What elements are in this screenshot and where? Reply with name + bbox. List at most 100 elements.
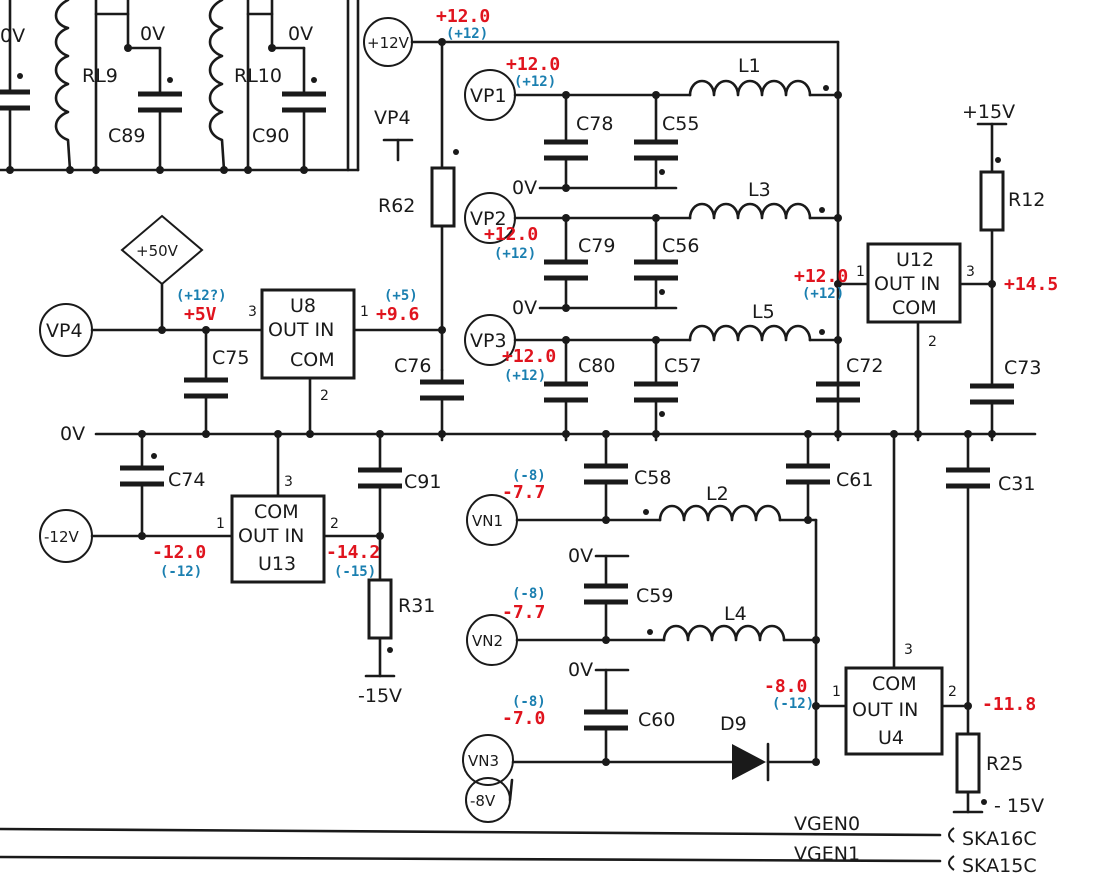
- u8-pin3: 3: [248, 304, 257, 320]
- measured-u13-out: -14.2: [326, 542, 380, 563]
- measured-u12-in: +12.0: [794, 266, 848, 287]
- minus8v-node: -8V: [470, 792, 496, 810]
- c57-label: C57: [664, 355, 701, 377]
- c76-label: C76: [394, 355, 431, 377]
- measured-u8-out: +5V: [184, 304, 217, 325]
- measured-vn1: -7.7: [502, 482, 545, 503]
- r62-resistor: [430, 166, 456, 228]
- minus12v-node: -12V: [44, 528, 79, 546]
- l1-label: L1: [738, 55, 761, 77]
- vn2-node: VN2: [472, 632, 503, 650]
- minus15v-b-label: - 15V: [994, 795, 1044, 817]
- expected-vp1: (+12): [514, 74, 556, 90]
- l5-inductor: [688, 324, 812, 342]
- u12-pin1: 1: [856, 264, 865, 280]
- u8-out-in: OUT IN: [268, 319, 334, 341]
- u4-name: U4: [878, 727, 904, 749]
- d9-diode: [732, 744, 766, 780]
- c61-label: C61: [836, 469, 873, 491]
- u12-name: U12: [896, 249, 934, 271]
- vp2-node: VP2: [470, 208, 507, 230]
- measured-vp3: +12.0: [502, 346, 556, 367]
- vn-filter-section: C58 C61 VN1 L2 0V C59 VN2 L4: [462, 432, 873, 823]
- vn3-node: VN3: [468, 752, 499, 770]
- measured-plus12-rail: +12.0: [436, 6, 490, 27]
- measured-u4-in: -8.0: [764, 676, 807, 697]
- l4-inductor: [662, 624, 786, 642]
- u13-pin3: 3: [284, 474, 293, 490]
- r12-label: R12: [1008, 189, 1045, 211]
- c60-label: C60: [638, 709, 675, 731]
- r62-label: R62: [378, 195, 415, 217]
- u12-com: COM: [892, 297, 937, 319]
- expected-vn1: (-8): [512, 468, 546, 484]
- l2-inductor: [658, 504, 782, 522]
- zero-v-label: 0V: [568, 659, 593, 681]
- u13-section: C74 -12V COM OUT IN U13 1 2 3 C91 R31 -1…: [39, 432, 441, 707]
- u8-section: +50V VP4 C75 U8 OUT IN COM 3 1 2: [39, 214, 446, 436]
- l2-label: L2: [706, 483, 729, 505]
- expected-u12-in: (+12): [802, 286, 844, 302]
- r31-resistor: [367, 578, 393, 640]
- bottom-bus: VGEN0 VGEN1 SKA16C SKA15C: [0, 813, 1037, 873]
- measured-u13-in: -12.0: [152, 542, 206, 563]
- c80-label: C80: [578, 355, 615, 377]
- c73-label: C73: [1004, 357, 1041, 379]
- plus12v-node: +12V: [367, 34, 410, 52]
- l3-inductor: [688, 202, 812, 220]
- vp4-node: VP4: [46, 320, 83, 342]
- expected-plus12-rail: (+12): [446, 26, 488, 42]
- u4-out-in: OUT IN: [852, 699, 918, 721]
- expected-u8-in: (+5): [384, 288, 418, 304]
- plus15v-label: +15V: [962, 101, 1015, 123]
- d9-label: D9: [720, 713, 747, 735]
- u4-com: COM: [872, 673, 917, 695]
- r31-label: R31: [398, 595, 435, 617]
- zero-v-label: 0V: [0, 25, 25, 47]
- u4-pin3: 3: [904, 642, 913, 658]
- rl9-label: RL9: [82, 65, 118, 87]
- c59-label: C59: [636, 585, 673, 607]
- u8-pin1: 1: [360, 304, 369, 320]
- u13-com: COM: [254, 501, 299, 523]
- u13-pin1: 1: [216, 516, 225, 532]
- u4-section: COM OUT IN U4 3 1 2 C31 R25 - 15V: [812, 432, 1044, 817]
- expected-vp2: (+12): [494, 246, 536, 262]
- rl9-coil: [54, 0, 72, 172]
- expected-vn3: (-8): [512, 694, 546, 710]
- c91-label: C91: [404, 471, 441, 493]
- c55-label: C55: [662, 113, 699, 135]
- u12-section: U12 OUT IN COM 1 3 2 +15V R12 C73: [834, 101, 1045, 442]
- vgen1-label: VGEN1: [794, 843, 860, 865]
- zero-v-label: 0V: [288, 23, 313, 45]
- measured-u8-in: +9.6: [376, 304, 419, 325]
- c72-label: C72: [846, 355, 883, 377]
- zero-v-label: 0V: [512, 177, 537, 199]
- vp1-node: VP1: [470, 85, 507, 107]
- expected-u8-out: (+12?): [176, 288, 227, 304]
- c74-label: C74: [168, 469, 205, 491]
- l3-label: L3: [748, 179, 771, 201]
- expected-u4-in: (-12): [772, 696, 814, 712]
- vp3-node: VP3: [470, 330, 507, 352]
- expected-u13-out: (-15): [334, 564, 376, 580]
- expected-vp3: (+12): [504, 368, 546, 384]
- measured-u12-out: +14.5: [1004, 274, 1058, 295]
- r12-resistor: [979, 170, 1005, 232]
- l5-label: L5: [752, 301, 775, 323]
- c89-label: C89: [108, 125, 145, 147]
- rl10-coil: [208, 0, 226, 172]
- u12-out-in: OUT IN: [874, 273, 940, 295]
- vp4-net-label: VP4: [374, 107, 411, 129]
- u12-regulator: [866, 242, 962, 324]
- c75-label: C75: [212, 347, 249, 369]
- c56-label: C56: [662, 235, 699, 257]
- plus12v-rail: +12V R62: [363, 17, 840, 442]
- c90-label: C90: [252, 125, 289, 147]
- u13-regulator: [230, 494, 326, 584]
- zero-v-label: 0V: [140, 23, 165, 45]
- rl10-label: RL10: [234, 65, 282, 87]
- zero-v-label: 0V: [568, 545, 593, 567]
- u13-name: U13: [258, 553, 296, 575]
